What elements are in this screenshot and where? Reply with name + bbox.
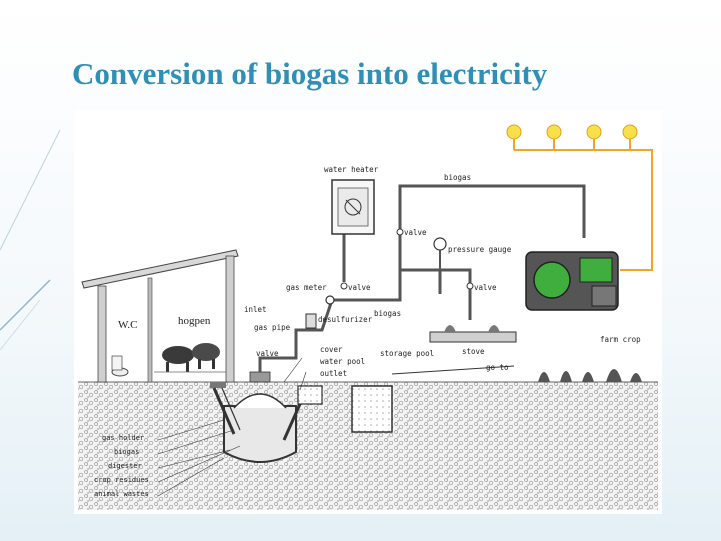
- label-biogas-pipe: biogas: [374, 309, 401, 318]
- desulfurizer: [305, 313, 317, 329]
- label-gas-pipe: gas pipe: [254, 323, 291, 332]
- label-farm-crop: farm crop: [600, 335, 641, 344]
- label-digester: digester: [108, 462, 142, 470]
- label-animal-wastes: animal wastes: [94, 490, 149, 498]
- biogas-diagram: water heater biogas valve pressure gauge…: [78, 124, 658, 510]
- label-stove: stove: [462, 347, 485, 356]
- farm-crop: [538, 369, 642, 382]
- label-wc: W.C: [118, 319, 137, 331]
- electric-wire: [514, 149, 653, 271]
- valve-icon: [466, 282, 474, 290]
- label-water-heater: water heater: [324, 165, 379, 174]
- water-heater: [331, 179, 375, 235]
- label-biogas-top: biogas: [444, 173, 471, 182]
- label-storage-pool: storage pool: [380, 349, 434, 358]
- label-gas-meter: gas meter: [286, 283, 327, 292]
- digester: [210, 371, 323, 463]
- label-go-to: go to: [486, 363, 509, 372]
- label-valve-stove: valve: [474, 283, 497, 292]
- stove: [429, 325, 517, 343]
- light-bulb-icon: [586, 124, 602, 150]
- valve-icon: [340, 282, 348, 290]
- gas-meter: [325, 295, 335, 305]
- label-valve-right: valve: [404, 228, 427, 237]
- label-biogas-left: biogas: [114, 448, 139, 456]
- pressure-gauge: [433, 237, 447, 270]
- label-valve-mid: valve: [348, 283, 371, 292]
- label-crop-residues: crop residues: [94, 476, 149, 484]
- label-inlet: inlet: [244, 305, 267, 314]
- label-pressure-gauge: pressure gauge: [448, 245, 512, 254]
- light-bulb-icon: [622, 124, 638, 150]
- light-bulb-icon: [506, 124, 522, 150]
- label-gas-holder: gas holder: [102, 434, 144, 442]
- label-outlet: outlet: [320, 369, 347, 378]
- label-cover: cover: [320, 345, 343, 354]
- generator: [525, 251, 619, 311]
- slide-title: Conversion of biogas into electricity: [72, 56, 548, 91]
- gas-pipes: [258, 184, 586, 372]
- pig-icon: [162, 343, 220, 372]
- diagram-panel: water heater biogas valve pressure gauge…: [74, 110, 662, 514]
- valve-icon: [396, 228, 404, 236]
- go-to-arrow: [391, 365, 515, 375]
- bulbs: [506, 124, 638, 150]
- storage-pool: [351, 385, 393, 433]
- light-bulb-icon: [546, 124, 562, 150]
- label-hogpen: hogpen: [178, 315, 211, 327]
- label-desulfurizer: desulfurizer: [318, 315, 373, 324]
- label-valve-low: valve: [256, 349, 279, 358]
- label-water-pool: water pool: [320, 357, 365, 366]
- hogpen-building: [81, 249, 239, 383]
